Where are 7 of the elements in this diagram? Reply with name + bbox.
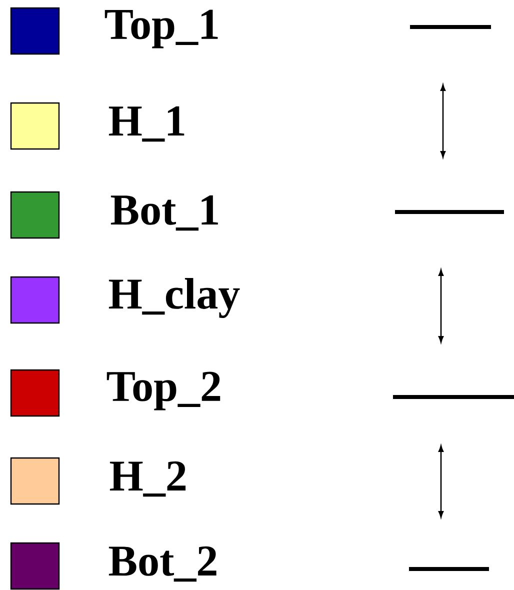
legend-label: Top_2 xyxy=(106,372,220,410)
legend-label: H_clay xyxy=(108,278,240,318)
legend-label: Top_1 xyxy=(104,10,218,48)
legend-label: H_2 xyxy=(110,461,186,497)
legend-label: Bot_2 xyxy=(108,546,216,582)
legend-label: H_1 xyxy=(108,106,184,142)
legend-label: Bot_1 xyxy=(110,195,218,231)
